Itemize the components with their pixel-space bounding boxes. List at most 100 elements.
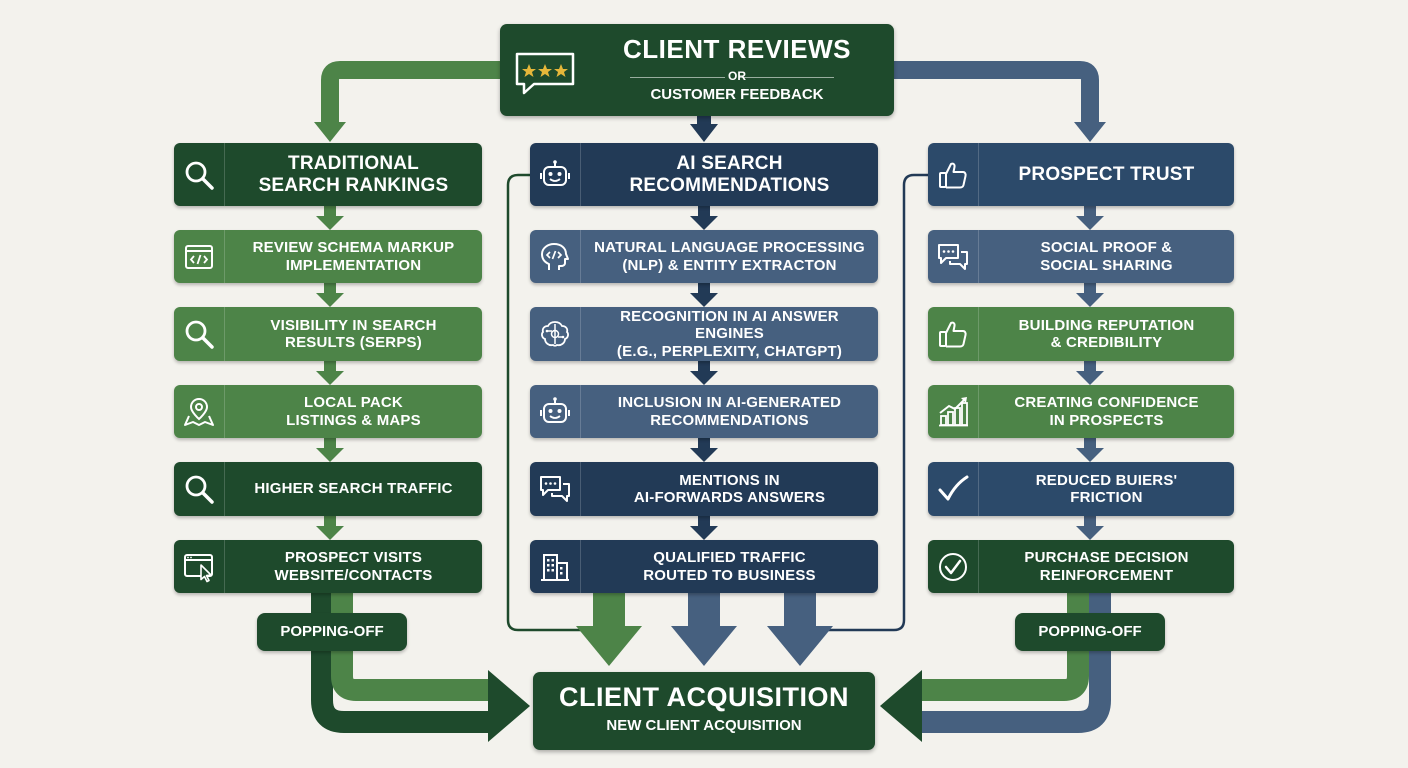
middle-item-4-line-1: MENTIONS IN [679, 471, 780, 489]
left-elbow-arrow-head [488, 670, 530, 742]
left-item-3-line-2: LISTINGS & MAPS [286, 411, 421, 429]
middle-item-2: RECOGNITION IN AI ANSWER ENGINES(e.g., P… [530, 307, 878, 361]
right-item-1-line-2: SOCIAL SHARING [1040, 256, 1173, 274]
arrow-head-top-middle [690, 124, 718, 142]
left-header-line-2: SEARCH RANKINGS [258, 174, 449, 196]
thumbs-up-icon [928, 143, 979, 206]
right-item-4: REDUCED BUIERS'FRICTION [928, 462, 1234, 516]
divider-left [630, 77, 725, 78]
top-subtitle: CUSTOMER FEEDBACK [650, 86, 824, 103]
right-item-3-line-2: IN PROSPECTS [1049, 411, 1164, 429]
right-item-2: BUILDING REPUTATION& CREDIBILITY [928, 307, 1234, 361]
client-acquisition-box: CLIENT ACQUISITION NEW CLIENT ACQUISITIO… [533, 672, 875, 750]
bar-chart-icon [928, 385, 979, 438]
building-icon [530, 540, 581, 593]
chat-bubbles-icon [928, 230, 979, 283]
middle-step-arrows [690, 206, 718, 540]
left-elbow-arrow-light [331, 592, 490, 701]
brain-code-icon [530, 230, 581, 283]
code-icon [174, 230, 225, 283]
bottom-subtitle: NEW CLIENT ACQUISITION [606, 717, 802, 734]
browser-cursor-icon [174, 540, 225, 593]
left-elbow-arrow-dark [311, 592, 490, 733]
right-elbow-arrow-head [880, 670, 922, 742]
right-item-2-line-1: BUILDING REPUTATION [1018, 316, 1195, 334]
left-step-arrows [316, 206, 344, 540]
right-header: PROSPECT TRUST [928, 143, 1234, 206]
right-item-1: SOCIAL PROOF &SOCIAL SHARING [928, 230, 1234, 283]
arrow-top-to-left [321, 61, 500, 124]
arrow-top-to-middle [697, 116, 711, 126]
top-or: OR [728, 69, 746, 83]
checkmark-icon [928, 462, 979, 516]
arrow-head-top-right [1074, 122, 1106, 142]
right-popping-off-badge: POPPING-OFF [1015, 613, 1165, 651]
left-item-5-line-1: PROSPECT VISITS [284, 549, 423, 567]
middle-big-arrows [576, 592, 833, 666]
left-item-2-line-1: VISIBILITY IN SEARCH [270, 316, 437, 334]
client-reviews-box: CLIENT REVIEWS OR CUSTOMER FEEDBACK [500, 24, 894, 116]
search-icon [174, 462, 225, 516]
arrow-top-to-right [894, 61, 1099, 124]
chat-icon [530, 462, 581, 516]
right-item-4-line-1: REDUCED BUIERS' [1035, 471, 1178, 489]
right-item-2-line-2: & CREDIBILITY [1050, 334, 1163, 351]
middle-item-2-line-1: RECOGNITION IN AI ANSWER ENGINES [620, 308, 839, 343]
left-item-5-line-2: WEBSITE/CONTACTS [274, 566, 433, 584]
right-item-1-line-1: SOCIAL PROOF & [1040, 239, 1173, 257]
check-circle-icon [928, 540, 979, 593]
top-title: CLIENT REVIEWS [622, 34, 851, 64]
arrow-head-top-left [314, 122, 346, 142]
middle-item-4-line-2: AI-FORWARDS ANSWERS [633, 489, 826, 506]
robot-icon [530, 385, 581, 438]
middle-item-3-line-2: RECOMMENDATIONS [650, 411, 809, 429]
right-header-line-1: PROSPECT TRUST [1018, 163, 1195, 185]
left-item-4: HIGHER SEARCH TRAFFIC [174, 462, 482, 516]
right-elbow-arrow-light [920, 592, 1089, 701]
right-step-arrows [1076, 206, 1104, 540]
left-item-1-line-1: REVIEW SCHEMA MARKUP [252, 239, 455, 257]
middle-item-5-line-2: ROUTED TO BUSINESS [643, 566, 816, 584]
middle-item-5-line-1: QUALIFIED TRAFFIC [653, 549, 806, 567]
search-icon [174, 307, 225, 361]
left-item-3-line-1: LOCAL PACK [304, 394, 403, 412]
right-item-4-line-2: FRICTION [1070, 489, 1143, 506]
right-elbow-arrow-dark [920, 592, 1111, 733]
left-popping-off-badge: POPPING-OFF [257, 613, 407, 651]
left-header-line-1: TRADITIONAL [288, 152, 419, 174]
left-item-2-line-2: RESULTS (SERPs) [285, 334, 422, 351]
bottom-title: CLIENT ACQUISITION [559, 682, 849, 712]
middle-item-3-line-1: INCLUSION IN AI-GENERATED [617, 394, 842, 412]
thumbs-up-icon [928, 307, 979, 361]
search-icon [174, 143, 225, 206]
middle-header-line-1: AI SEARCH [676, 152, 783, 174]
map-pin-icon [174, 385, 225, 438]
left-item-4-line-1: HIGHER SEARCH TRAFFIC [254, 480, 453, 498]
right-loop-line [800, 173, 928, 632]
brain-circuit-icon [530, 307, 581, 361]
middle-item-1: NATURAL LANGUAGE PROCESSING(NLP) & ENTIT… [530, 230, 878, 283]
divider-right [739, 77, 834, 78]
right-item-3-line-1: CREATING CONFIDENCE [1014, 394, 1199, 412]
middle-loop-line [506, 173, 610, 632]
left-item-1-line-2: IMPLEMENTATION [285, 256, 422, 274]
middle-header-line-2: RECOMMENDATIONS [629, 174, 830, 196]
right-item-5-line-2: REINFORCEMENT [1039, 566, 1174, 584]
middle-item-1-line-1: NATURAL LANGUAGE PROCESSING [594, 239, 865, 257]
right-item-5-line-1: PURCHASE DECISION [1024, 549, 1189, 567]
middle-item-1-line-2: (NLP) & ENTITY EXTRACTON [622, 256, 837, 274]
star-review-icon [515, 52, 575, 95]
middle-item-2-line-2: (e.g., PERPLEXITY, CHATGPT) [616, 342, 843, 360]
